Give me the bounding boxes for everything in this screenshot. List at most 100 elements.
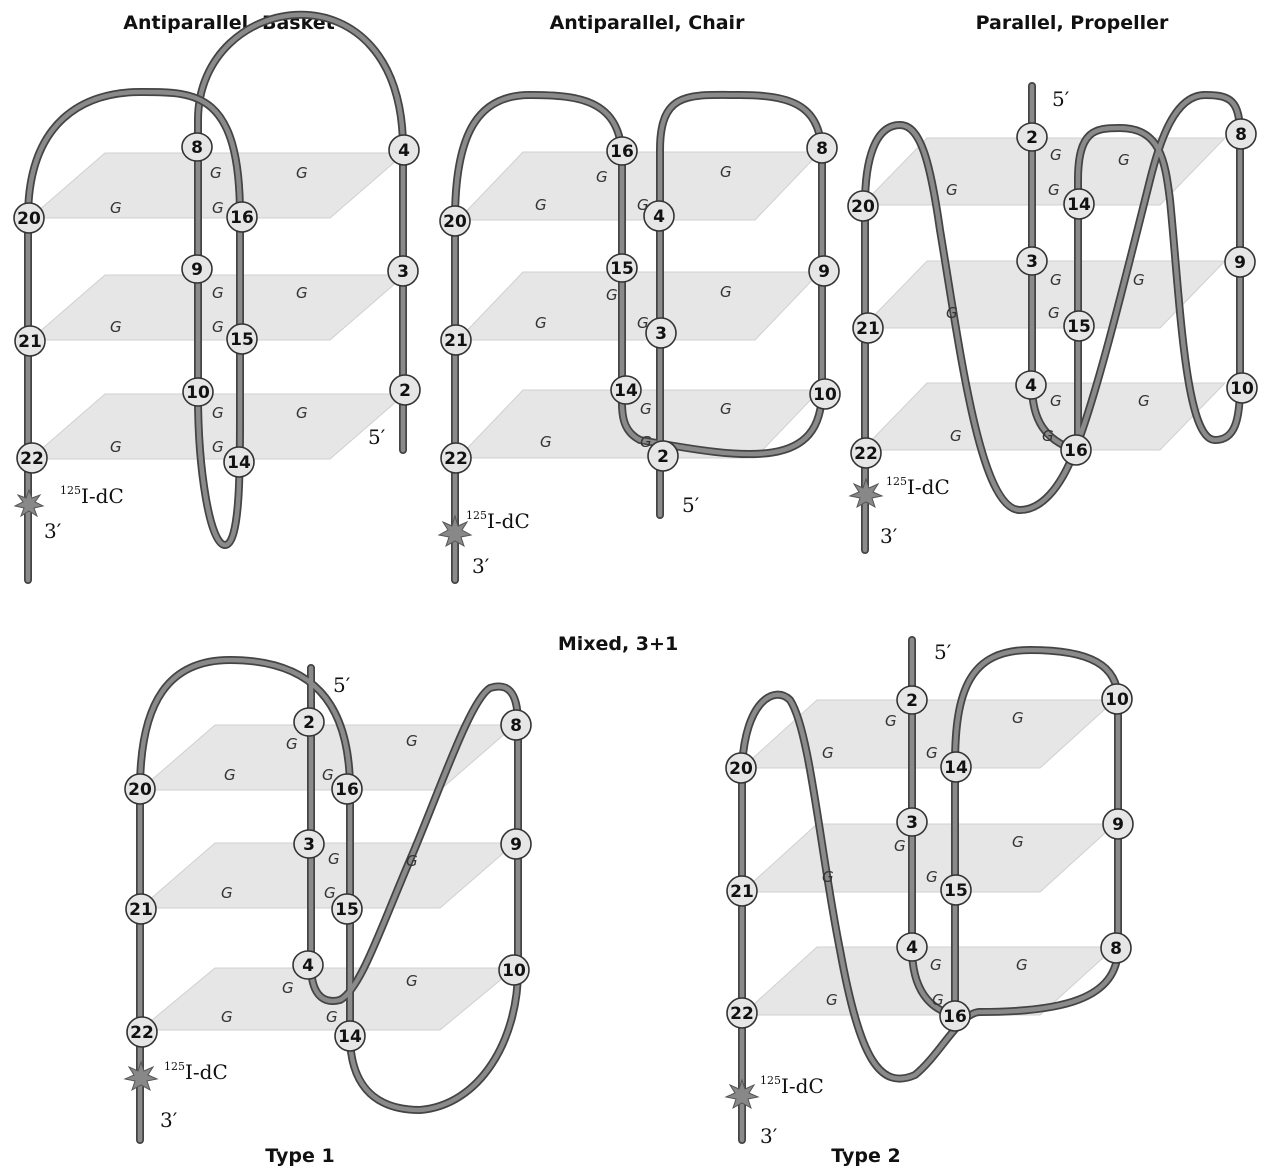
nucleotide-node: 2 [390,375,420,405]
svg-text:14: 14 [227,453,251,473]
nucleotide-node: 9 [1225,247,1255,277]
svg-text:16: 16 [1064,441,1088,461]
svg-text:G: G [221,1008,233,1026]
svg-text:G: G [110,438,122,456]
nucleotide-node: 20 [14,203,44,233]
svg-text:14: 14 [614,381,638,401]
nucleotide-node: 3 [1017,247,1047,275]
nucleotide-node: 15 [1064,311,1094,341]
nucleotide-node: 21 [727,876,757,906]
svg-text:3: 3 [906,813,918,833]
nucleotide-node: 2 [648,441,678,471]
svg-text:14: 14 [944,758,968,778]
svg-text:G: G [212,404,224,422]
svg-text:14: 14 [338,1027,362,1047]
svg-text:G: G [1050,392,1062,410]
basket-diagram: G G G G G G G G G G G G 8 4 20 16 9 3 21… [14,15,420,580]
nucleotide-node: 22 [851,438,881,468]
svg-text:G: G [540,433,552,451]
svg-text:3: 3 [655,324,667,344]
title-mixed: Mixed, 3+1 [558,633,678,655]
nucleotide-node: 2 [294,708,324,736]
svg-text:G: G [224,766,236,784]
nucleotide-node: 14 [335,1021,365,1051]
nucleotide-node: 16 [332,774,362,804]
chair-5prime: 5′ [682,493,700,517]
svg-text:22: 22 [130,1023,154,1043]
svg-text:22: 22 [444,449,468,469]
nucleotide-node: 4 [897,933,927,961]
svg-text:G: G [110,318,122,336]
nucleotide-node: 4 [1016,371,1046,399]
nucleotide-node: 10 [810,379,840,409]
basket-3prime: 3′ [44,519,62,543]
svg-text:21: 21 [856,319,880,339]
svg-text:10: 10 [502,961,526,981]
nucleotide-node: 9 [1103,809,1133,839]
svg-text:G: G [640,400,652,418]
nucleotide-node: 3 [388,256,418,286]
svg-text:G: G [406,852,418,870]
svg-text:3: 3 [1026,252,1038,272]
svg-text:G: G [1048,181,1060,199]
svg-text:G: G [1050,146,1062,164]
svg-text:15: 15 [230,330,254,350]
svg-text:16: 16 [230,208,254,228]
nucleotide-node: 3 [897,808,927,836]
nucleotide-node: 22 [127,1017,157,1047]
nucleotide-node: 21 [126,894,156,924]
nucleotide-node: 3 [646,318,676,348]
svg-text:9: 9 [1234,253,1246,273]
svg-text:G: G [212,318,224,336]
svg-text:20: 20 [17,209,41,229]
svg-text:4: 4 [302,956,314,976]
svg-text:4: 4 [906,938,918,958]
svg-text:G: G [296,404,308,422]
svg-text:2: 2 [303,713,315,733]
svg-text:G: G [326,1008,338,1026]
svg-text:G: G [296,284,308,302]
type2-diagram: G G G G G G G G G G G G 2 10 20 14 3 9 2… [726,640,1133,1148]
svg-text:16: 16 [610,142,634,162]
svg-text:G: G [1118,151,1130,169]
svg-text:10: 10 [1105,690,1129,710]
svg-text:G: G [212,199,224,217]
svg-text:8: 8 [1235,125,1247,145]
nucleotide-node: 4 [644,201,674,231]
svg-text:21: 21 [129,900,153,920]
svg-text:G: G [822,744,834,762]
svg-text:G: G [535,196,547,214]
svg-text:2: 2 [906,691,918,711]
svg-text:10: 10 [813,385,837,405]
svg-text:G: G [885,712,897,730]
svg-text:G: G [322,766,334,784]
svg-text:G: G [1016,956,1028,974]
svg-text:G: G [1012,709,1024,727]
svg-text:G: G [1138,392,1150,410]
title-type2: Type 2 [831,1145,900,1167]
nucleotide-node: 10 [499,955,529,985]
svg-text:9: 9 [1112,815,1124,835]
svg-text:15: 15 [1067,317,1091,337]
chair-3prime: 3′ [472,554,490,578]
svg-text:3: 3 [397,262,409,282]
svg-text:G: G [596,168,608,186]
nucleotide-node: 8 [182,133,212,161]
nucleotide-node: 20 [726,753,756,783]
svg-text:2: 2 [657,447,669,467]
nucleotide-node: 10 [1227,373,1257,403]
svg-text:G: G [1048,304,1060,322]
nucleotide-node: 16 [607,137,637,165]
nucleotide-node: 16 [227,202,257,232]
svg-text:4: 4 [1025,376,1037,396]
nucleotide-node: 8 [1101,933,1131,963]
nucleotide-node: 14 [224,447,254,477]
svg-text:20: 20 [128,780,152,800]
svg-text:16: 16 [943,1007,967,1027]
svg-text:G: G [950,427,962,445]
nucleotide-node: 4 [389,135,419,165]
svg-text:2: 2 [1026,128,1038,148]
svg-text:G: G [110,199,122,217]
svg-text:G: G [946,181,958,199]
type1-iodine-label: 125I-dC [164,1060,228,1084]
